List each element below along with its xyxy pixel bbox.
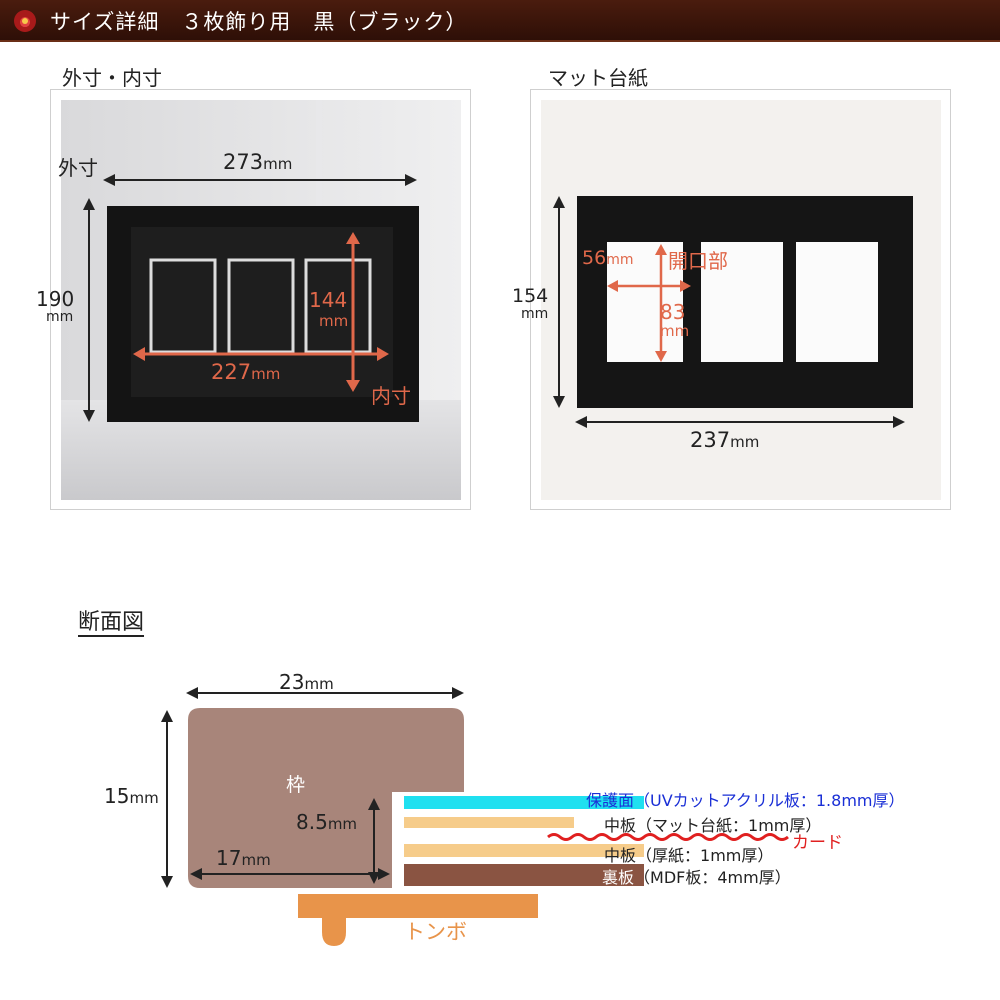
tombo-bar — [298, 894, 538, 918]
inner-height-unit: mm — [319, 312, 349, 330]
outer-size-label: 外寸 — [58, 156, 98, 180]
outer-width-value: 273mm — [223, 150, 293, 174]
mat-height-value: 154 — [512, 285, 549, 307]
tombo-clip — [322, 918, 346, 946]
section-width-value: 23mm — [279, 670, 334, 694]
layer-label-board: 中板（厚紙：1mm厚） — [604, 846, 774, 865]
outer-height-unit: mm — [46, 309, 74, 325]
section-inner-width-value: 17mm — [216, 846, 271, 870]
mat-window — [796, 242, 878, 362]
mat-width-value: 237mm — [690, 428, 760, 452]
section-height-value: 15mm — [104, 784, 159, 808]
tombo-label: トンボ — [404, 920, 467, 944]
section-depth-value: 8.5mm — [296, 810, 358, 834]
page-header: サイズ詳細 ３枚飾り用 黒（ブラック） — [0, 0, 1000, 42]
layer-mdf — [404, 864, 644, 886]
frame-window — [227, 258, 295, 354]
frame-photo — [61, 100, 461, 500]
section-diagram — [161, 687, 789, 946]
mat-caption: マット台紙 — [548, 66, 648, 90]
page-title: サイズ詳細 ３枚飾り用 黒（ブラック） — [50, 10, 468, 34]
inner-width-value: 227mm — [211, 360, 281, 384]
opening-height-value: 83 — [660, 300, 686, 324]
mat-photo — [541, 100, 941, 500]
mat-window — [701, 242, 783, 362]
layer-label-mat: 中板（マット台紙：1mm厚） — [604, 816, 822, 835]
frame-profile — [188, 708, 464, 888]
layer-label-mdf: 裏板（MDF板：4mm厚） — [602, 868, 791, 887]
outer-height-value: 190 — [36, 287, 75, 311]
frame-label: 枠 — [286, 774, 306, 796]
frame-window — [304, 258, 372, 354]
opening-width-value: 56mm — [582, 247, 634, 269]
opening-label: 開口部 — [668, 249, 728, 273]
opening-height-unit: mm — [660, 322, 690, 340]
inner-height-value: 144 — [309, 288, 348, 312]
card-wave — [547, 833, 789, 841]
mat-height-unit: mm — [521, 306, 549, 322]
layer-mat — [404, 817, 574, 828]
flower-icon — [14, 10, 36, 32]
frame-panel — [50, 89, 471, 510]
card-label: カード — [792, 833, 843, 853]
frame-caption: 外寸・内寸 — [62, 66, 162, 90]
layer-acrylic — [404, 796, 644, 809]
section-title: 断面図 — [78, 610, 145, 635]
inner-size-label: 内寸 — [371, 384, 411, 408]
mat-window — [607, 242, 683, 362]
layer-board — [404, 844, 644, 857]
frame-window — [149, 258, 217, 354]
layer-label-acrylic: 保護面（UVカットアクリル板：1.8mm厚） — [586, 791, 905, 810]
mat-panel — [530, 89, 951, 510]
